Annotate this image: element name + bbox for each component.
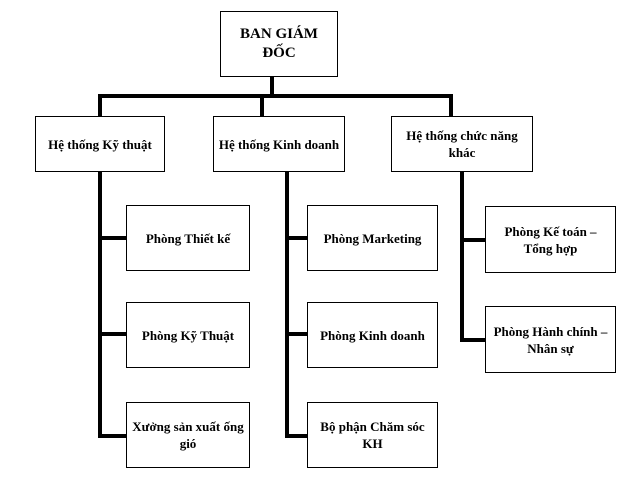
unit-box-marketing: Phòng Marketing [307, 205, 438, 271]
root-label: BAN GIÁM ĐỐC [240, 26, 318, 61]
unit-label-customer-care: Bộ phận Chăm sóc KH [320, 419, 425, 451]
unit-box-engineering: Phòng Kỹ Thuật [126, 302, 250, 368]
unit-box-accounting: Phòng Kế toán – Tổng hợp [485, 206, 616, 273]
root-box: BAN GIÁM ĐỐC [220, 11, 338, 77]
unit-label-design: Phòng Thiết kế [145, 230, 231, 246]
group-box-technical: Hệ thống Kỹ thuật [35, 116, 165, 172]
unit-box-design: Phòng Thiết kế [126, 205, 250, 271]
group-title-other: Hệ thống chức năng khác [406, 128, 518, 160]
unit-label-hr-admin: Phòng Hành chính – Nhân sự [493, 323, 608, 356]
unit-box-hr-admin: Phòng Hành chính – Nhân sự [485, 306, 616, 373]
unit-box-sales: Phòng Kinh doanh [307, 302, 438, 368]
group-title-business: Hệ thống Kinh doanh [218, 136, 340, 152]
unit-label-engineering: Phòng Kỹ Thuật [141, 327, 235, 343]
group-box-other: Hệ thống chức năng khác [391, 116, 533, 172]
unit-label-accounting: Phòng Kế toán – Tổng hợp [504, 223, 597, 256]
group-title-technical: Hệ thống Kỹ thuật [48, 136, 152, 152]
group-box-business: Hệ thống Kinh doanh [213, 116, 345, 172]
unit-label-duct-workshop: Xưởng sản xuất ống gió [132, 419, 244, 451]
unit-box-duct-workshop: Xưởng sản xuất ống gió [126, 402, 250, 468]
unit-label-marketing: Phòng Marketing [323, 230, 422, 246]
unit-box-customer-care: Bộ phận Chăm sóc KH [307, 402, 438, 468]
unit-label-sales: Phòng Kinh doanh [320, 327, 425, 343]
